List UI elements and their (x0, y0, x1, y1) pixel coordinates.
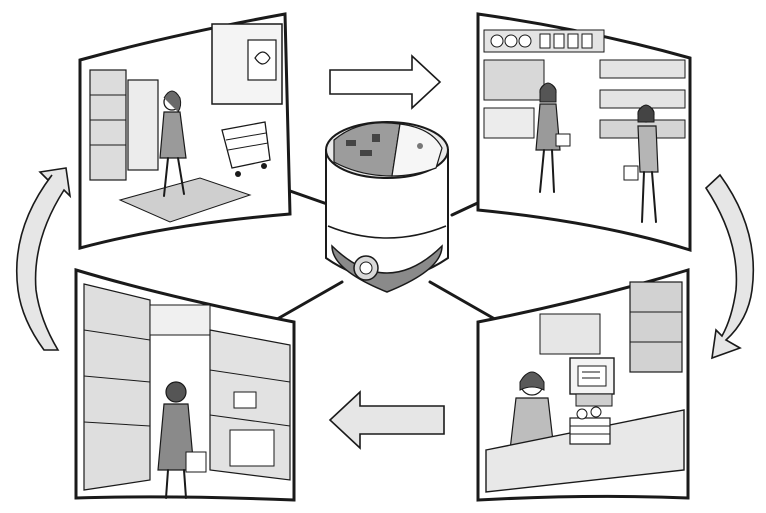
panel-shelf-aisle (76, 270, 294, 500)
panel-supermarket-aisle (478, 14, 690, 250)
dome-security-camera-icon (326, 122, 448, 292)
panel-store-entrance (80, 14, 290, 248)
cycle-arrow-right-icon (706, 175, 753, 358)
left-arrow-bottom-icon (330, 392, 444, 448)
line-to-checkout-counter (430, 282, 500, 322)
line-to-shelf-aisle (272, 282, 342, 322)
cash-register (570, 358, 614, 406)
panel-checkout-counter (478, 270, 688, 500)
entrance-shelves (90, 70, 158, 180)
right-arrow-top-icon (330, 56, 440, 108)
cycle-arrow-left-icon (17, 168, 70, 350)
